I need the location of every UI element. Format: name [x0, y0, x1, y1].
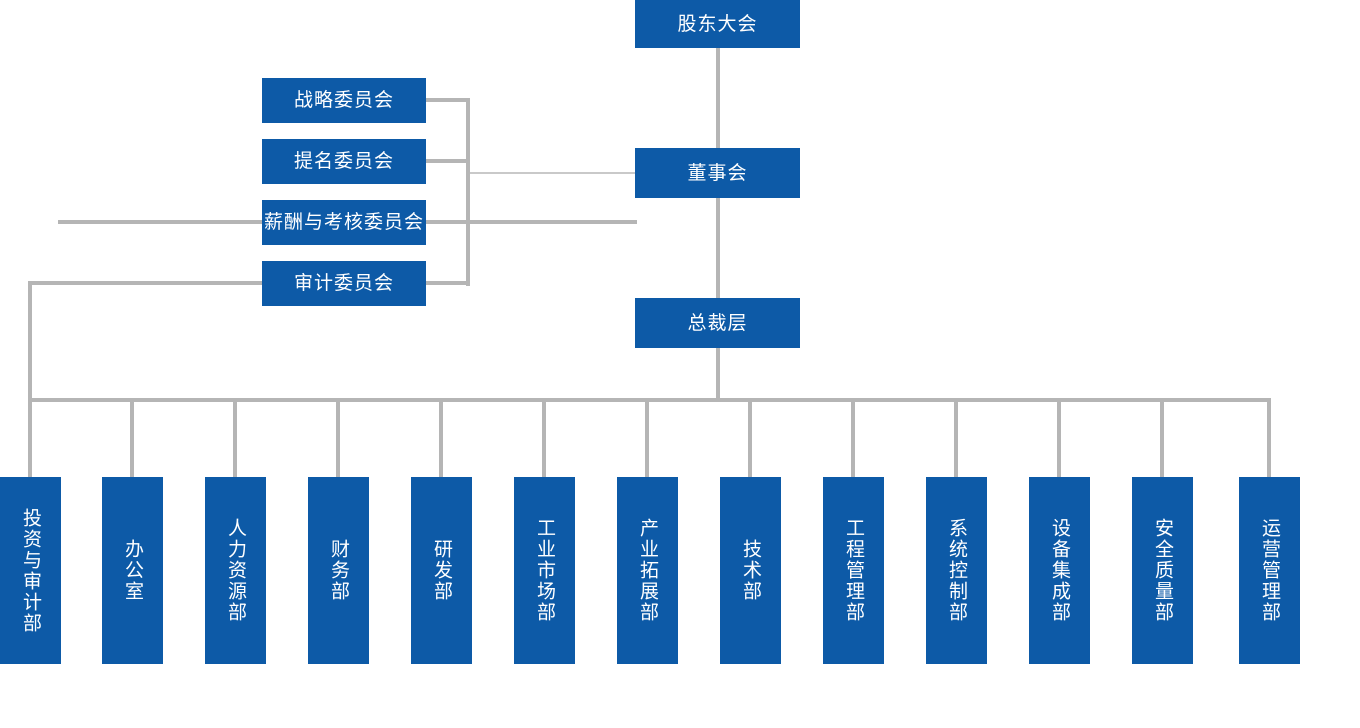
connector-stub-nomination — [426, 159, 470, 163]
org-node-dept-system-control: 系统控制部 — [926, 477, 987, 664]
org-node-shareholders: 股东大会 — [635, 0, 800, 48]
department-label: 工业市场部 — [534, 518, 556, 623]
committee-label: 提名委员会 — [293, 150, 394, 172]
connector-stub-strategy — [426, 98, 470, 102]
org-node-shareholders-label: 股东大会 — [677, 12, 758, 35]
org-node-dept-equipment-integration: 设备集成部 — [1029, 477, 1090, 664]
org-node-dept-operations-management: 运营管理部 — [1239, 477, 1300, 664]
connector-drop-dept-3 — [233, 400, 237, 477]
department-label: 办公室 — [122, 539, 144, 602]
org-node-dept-investment-audit: 投资与审计部 — [0, 477, 61, 664]
org-node-dept-office: 办公室 — [102, 477, 163, 664]
department-label: 工程管理部 — [843, 518, 865, 623]
org-node-dept-finance: 财务部 — [308, 477, 369, 664]
connector-stub-audit — [426, 281, 470, 285]
connector-audit-left — [28, 281, 262, 285]
org-node-dept-engineering-management: 工程管理部 — [823, 477, 884, 664]
org-node-dept-rnd: 研发部 — [411, 477, 472, 664]
connector-drop-dept-8 — [748, 400, 752, 477]
org-node-board-label: 董事会 — [687, 161, 748, 184]
org-node-dept-human-resources: 人力资源部 — [205, 477, 266, 664]
committee-label: 审计委员会 — [293, 272, 394, 294]
committee-label: 战略委员会 — [293, 89, 394, 111]
connector-drop-dept-10 — [954, 400, 958, 477]
connector-drop-dept-7 — [645, 400, 649, 477]
department-label: 设备集成部 — [1049, 518, 1071, 623]
department-label: 技术部 — [740, 539, 762, 602]
connector-drop-dept-4 — [336, 400, 340, 477]
connector-drop-dept-6 — [542, 400, 546, 477]
org-node-committee-nomination: 提名委员会 — [262, 139, 426, 184]
org-node-dept-safety-quality: 安全质量部 — [1132, 477, 1193, 664]
department-label: 投资与审计部 — [20, 507, 42, 634]
department-label: 财务部 — [328, 539, 350, 602]
department-label: 系统控制部 — [946, 518, 968, 623]
connector-spine-board — [470, 172, 635, 174]
org-node-president: 总裁层 — [635, 298, 800, 348]
org-node-president-label: 总裁层 — [687, 311, 748, 334]
connector-shareholders-board — [716, 48, 720, 148]
org-node-board: 董事会 — [635, 148, 800, 198]
connector-audit-drop — [28, 281, 32, 477]
org-node-committee-remuneration: 薪酬与考核委员会 — [262, 200, 426, 245]
department-label: 运营管理部 — [1259, 518, 1281, 623]
department-label: 人力资源部 — [225, 518, 247, 623]
connector-drop-dept-5 — [439, 400, 443, 477]
department-label: 研发部 — [431, 539, 453, 602]
department-label: 安全质量部 — [1152, 518, 1174, 623]
org-node-dept-industry-expansion: 产业拓展部 — [617, 477, 678, 664]
connector-drop-dept-13 — [1267, 400, 1271, 477]
org-node-dept-technology: 技术部 — [720, 477, 781, 664]
connector-committee-spine — [466, 98, 470, 286]
connector-drop-dept-11 — [1057, 400, 1061, 477]
committee-label: 薪酬与考核委员会 — [263, 211, 424, 233]
connector-department-bus — [28, 398, 1271, 402]
department-label: 产业拓展部 — [637, 518, 659, 623]
connector-drop-dept-2 — [130, 400, 134, 477]
org-node-committee-audit: 审计委员会 — [262, 261, 426, 306]
org-node-committee-strategy: 战略委员会 — [262, 78, 426, 123]
org-node-dept-industrial-market: 工业市场部 — [514, 477, 575, 664]
connector-board-president — [716, 198, 720, 298]
connector-drop-dept-12 — [1160, 400, 1164, 477]
connector-president-bus — [716, 348, 720, 400]
connector-drop-dept-9 — [851, 400, 855, 477]
